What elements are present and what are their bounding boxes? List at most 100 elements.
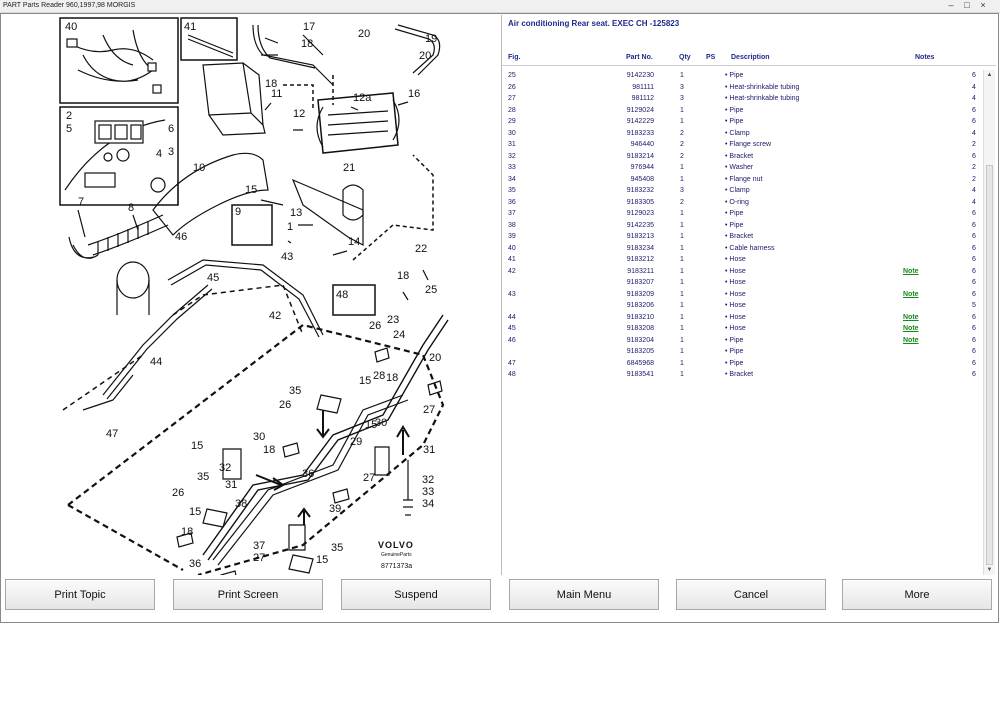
svg-text:28: 28 — [373, 370, 385, 382]
svg-text:39: 39 — [329, 503, 341, 515]
svg-text:16: 16 — [408, 88, 420, 100]
note-link[interactable]: Note — [903, 336, 919, 344]
svg-text:25: 25 — [425, 284, 437, 296]
column-header-fig[interactable]: Fig. — [508, 54, 521, 61]
column-header-description[interactable]: Description — [731, 54, 770, 61]
brand-logo-text: VOLVO — [378, 540, 414, 550]
column-header-qty[interactable]: Qty — [679, 54, 691, 61]
header-divider — [502, 65, 996, 66]
column-header-part-no[interactable]: Part No. — [626, 54, 653, 61]
svg-text:20: 20 — [419, 50, 431, 62]
svg-text:15: 15 — [245, 184, 257, 196]
svg-text:15: 15 — [365, 419, 377, 431]
parts-list-pane: Air conditioning Rear seat. EXEC CH -125… — [501, 15, 996, 575]
svg-text:31: 31 — [423, 444, 435, 456]
svg-text:32: 32 — [219, 462, 231, 474]
svg-text:22: 22 — [415, 243, 427, 255]
svg-text:35: 35 — [289, 385, 301, 397]
scroll-down-icon[interactable]: ▼ — [986, 567, 993, 573]
svg-text:27: 27 — [363, 472, 375, 484]
svg-text:15: 15 — [359, 375, 371, 387]
vertical-scrollbar[interactable]: ▲ ▼ — [983, 70, 995, 575]
svg-text:41: 41 — [184, 21, 196, 33]
svg-text:19: 19 — [425, 33, 437, 45]
inset-harness-box — [59, 17, 179, 104]
note-link[interactable]: Note — [903, 325, 919, 332]
close-icon[interactable]: × — [980, 0, 986, 10]
svg-text:5: 5 — [66, 123, 72, 135]
inset-rod-box — [180, 17, 238, 61]
column-header-ps[interactable]: PS — [706, 54, 716, 61]
callout-12: 12 — [293, 108, 305, 120]
svg-text:38: 38 — [235, 498, 247, 510]
svg-text:15: 15 — [316, 554, 328, 566]
svg-text:27: 27 — [253, 552, 265, 564]
svg-text:1: 1 — [287, 221, 293, 233]
svg-text:37: 37 — [253, 540, 265, 552]
svg-text:32: 32 — [422, 474, 434, 486]
print-screen-button[interactable]: Print Screen — [173, 579, 323, 610]
maximize-icon[interactable]: □ — [964, 0, 970, 10]
scroll-up-icon[interactable]: ▲ — [986, 72, 993, 78]
minimize-icon[interactable]: – — [948, 0, 954, 10]
main-menu-button[interactable]: Main Menu — [509, 579, 659, 610]
more-button[interactable]: More — [842, 579, 992, 610]
svg-text:46: 46 — [175, 231, 187, 243]
column-header-notes[interactable]: Notes — [915, 54, 935, 61]
svg-text:45: 45 — [207, 272, 219, 284]
note-link[interactable]: Note — [903, 267, 919, 275]
note-link[interactable]: Note — [903, 313, 919, 321]
svg-text:34: 34 — [422, 498, 434, 510]
svg-text:18: 18 — [181, 526, 193, 538]
cancel-button[interactable]: Cancel — [676, 579, 826, 610]
svg-text:10: 10 — [193, 162, 205, 174]
svg-text:6: 6 — [168, 123, 174, 135]
svg-text:31: 31 — [225, 479, 237, 491]
svg-text:20: 20 — [358, 28, 370, 40]
svg-text:26: 26 — [172, 487, 184, 499]
svg-text:36: 36 — [302, 468, 314, 480]
svg-text:26: 26 — [369, 320, 381, 332]
drawing-number: 8771373a — [381, 563, 412, 570]
callout-48: 48 — [336, 289, 348, 301]
note-link[interactable]: Note — [903, 290, 919, 298]
svg-text:15: 15 — [189, 506, 201, 518]
suspend-button[interactable]: Suspend — [341, 579, 491, 610]
svg-text:47: 47 — [106, 428, 118, 440]
inset-controls-box — [59, 106, 179, 206]
print-topic-button[interactable]: Print Topic — [5, 579, 155, 610]
svg-text:43: 43 — [281, 251, 293, 263]
title-bar: PART Parts Reader 960,1997,98 MORGIS – □… — [0, 0, 1000, 13]
scrollbar-thumb[interactable] — [986, 165, 993, 565]
brand-subtitle: GenuineParts — [381, 552, 412, 558]
